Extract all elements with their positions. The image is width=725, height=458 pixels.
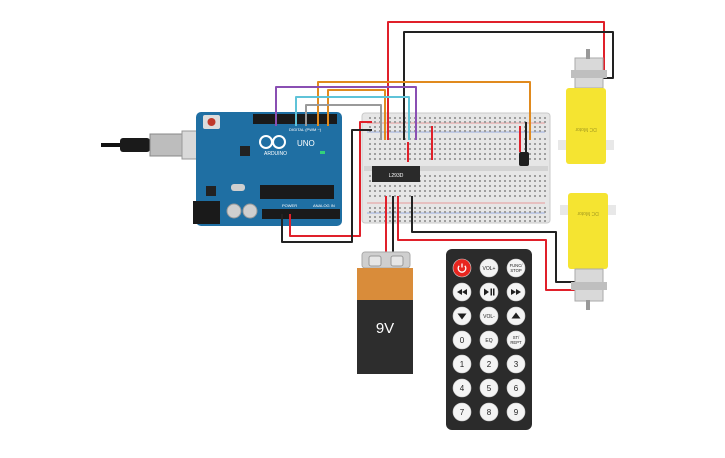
remote-button-up-arrow[interactable]: [506, 306, 526, 326]
remote-button-label: 7: [460, 408, 465, 417]
fast-forward-icon: [511, 289, 521, 295]
l293d-chip-label: L293D: [389, 173, 404, 179]
usb-cable: [101, 130, 213, 160]
remote-button-1[interactable]: 1: [452, 354, 472, 374]
wire-red-power: [289, 121, 372, 237]
remote-button-power[interactable]: [452, 258, 472, 278]
remote-button-label: 0: [460, 336, 465, 345]
remote-button-2[interactable]: 2: [479, 354, 499, 374]
wire-black-motor1: [403, 31, 614, 140]
wire-orange-short: [327, 89, 386, 140]
remote-button-vol[interactable]: VOL+: [479, 258, 499, 278]
arduino-uno-board: ARDUINO UNO DIGITAL (PWM ~) POWER ANALOG…: [193, 112, 342, 226]
rewind-icon: [457, 289, 467, 295]
remote-button-8[interactable]: 8: [479, 402, 499, 422]
arduino-logo-text: ARDUINO: [264, 151, 287, 157]
power-icon: [457, 263, 467, 273]
dc-motor-bottom: DC Motor: [560, 193, 616, 310]
remote-button-label: VOL-: [483, 314, 495, 320]
remote-button-label: 4: [460, 384, 465, 393]
wire-red-motor2: [397, 196, 592, 291]
remote-button-eq[interactable]: EQ: [479, 330, 499, 350]
dc-motor-top: DC Motor: [558, 49, 614, 164]
remote-button-label: 8: [487, 408, 492, 417]
down-arrow-icon: [457, 313, 467, 320]
remote-button-label: 2: [487, 360, 492, 369]
remote-button-3[interactable]: 3: [506, 354, 526, 374]
arduino-power-label: POWER: [282, 203, 297, 208]
remote-button-func-stop[interactable]: FUNC/STOP: [506, 258, 526, 278]
remote-button-vol[interactable]: VOL-: [479, 306, 499, 326]
remote-button-fast-forward[interactable]: [506, 282, 526, 302]
remote-button-label: 5: [487, 384, 492, 393]
remote-button-down-arrow[interactable]: [452, 306, 472, 326]
remote-button-4[interactable]: 4: [452, 378, 472, 398]
remote-button-grid: VOL+ FUNC/STOP VOL- 0 EQ ST/REPT 1 2 3 4 5 6 7 8 9: [452, 258, 526, 422]
remote-button-rewind[interactable]: [452, 282, 472, 302]
play-pause-icon: [484, 288, 495, 296]
remote-button-5[interactable]: 5: [479, 378, 499, 398]
remote-button-6[interactable]: 6: [506, 378, 526, 398]
remote-button-9[interactable]: 9: [506, 402, 526, 422]
remote-button-label: ST/REPT: [510, 335, 522, 345]
remote-button-label: VOL+: [483, 266, 496, 272]
remote-button-label: 6: [514, 384, 519, 393]
remote-button-label: 3: [514, 360, 519, 369]
breadboard: [361, 112, 551, 224]
wire-black-motor2: [411, 196, 592, 283]
arduino-analog-label: ANALOG IN: [313, 203, 335, 208]
remote-button-label: EQ: [485, 338, 492, 344]
ir-remote: VOL+ FUNC/STOP VOL- 0 EQ ST/REPT 1 2 3 4 5 6 7 8 9: [446, 249, 532, 430]
up-arrow-icon: [511, 312, 521, 319]
wire-cyan: [295, 96, 410, 140]
wire-black-ground: [281, 129, 372, 243]
remote-button-7[interactable]: 7: [452, 402, 472, 422]
ir-receiver: [519, 152, 529, 166]
remote-button-label: 9: [514, 408, 519, 417]
wire-purple: [275, 86, 417, 140]
remote-button-play-pause[interactable]: [479, 282, 499, 302]
remote-button-st-rept[interactable]: ST/REPT: [506, 330, 526, 350]
arduino-model-text: UNO: [297, 139, 315, 148]
motor-bottom-label: DC Motor: [577, 210, 599, 216]
battery-9v: 9V: [357, 251, 413, 374]
l293d-driver-chip: L293D: [372, 166, 420, 182]
remote-button-0[interactable]: 0: [452, 330, 472, 350]
remote-button-label: 1: [460, 360, 465, 369]
arduino-logo-icon: [259, 135, 286, 149]
battery-label: 9V: [376, 320, 394, 337]
arduino-digital-label: DIGITAL (PWM ~): [289, 127, 322, 132]
motor-top-label: DC Motor: [575, 126, 597, 132]
remote-button-label: FUNC/STOP: [510, 263, 524, 273]
wire-gray: [305, 104, 382, 140]
wires: [275, 21, 614, 291]
